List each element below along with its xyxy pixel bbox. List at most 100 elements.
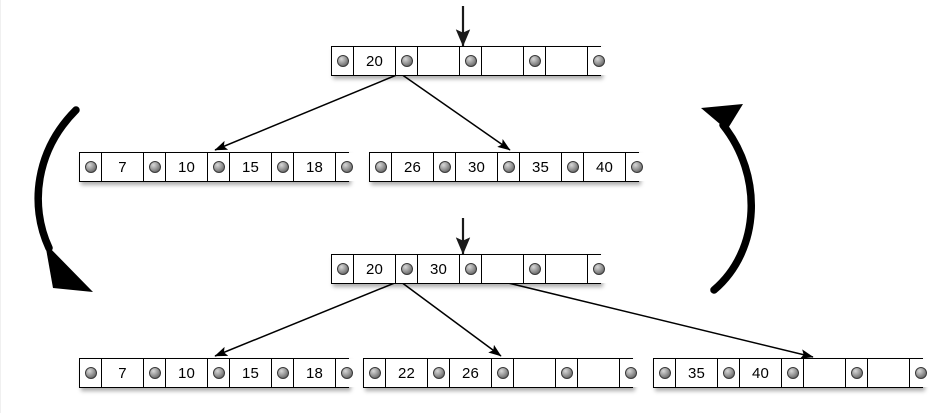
pointer-dot-icon xyxy=(631,161,643,173)
pointer-cell xyxy=(364,359,386,387)
pointer-cell xyxy=(626,153,648,181)
transition-arrow-left xyxy=(34,106,93,292)
pointer-cell xyxy=(846,359,868,387)
empty-key-cell xyxy=(482,255,524,283)
pointer-cell xyxy=(272,359,294,387)
pointer-dot-icon xyxy=(84,367,97,379)
pointer-dot-icon xyxy=(148,367,161,379)
pointer-dot-icon xyxy=(400,55,413,67)
pointer-cell xyxy=(144,153,166,181)
link-after-root-to-right-leaf xyxy=(462,271,814,359)
key-cell: 26 xyxy=(392,153,434,181)
empty-key-cell xyxy=(546,47,588,75)
key-cell: 35 xyxy=(676,359,718,387)
pointer-cell xyxy=(556,359,578,387)
pointer-cell xyxy=(80,153,102,181)
key-cell: 20 xyxy=(354,47,396,75)
key-cell: 18 xyxy=(294,359,336,387)
key-cell: 15 xyxy=(230,153,272,181)
pointer-cell xyxy=(524,255,546,283)
pointer-dot-icon xyxy=(432,367,445,379)
leaf-after-middle: 22 26 xyxy=(363,358,642,388)
pointer-cell xyxy=(460,47,482,75)
pointer-dot-icon xyxy=(496,367,509,379)
pointer-dot-icon xyxy=(528,55,541,67)
key-cell: 15 xyxy=(230,359,272,387)
empty-key-cell xyxy=(578,359,620,387)
empty-key-cell xyxy=(482,47,524,75)
link-before-root-to-right-leaf xyxy=(400,73,511,151)
pointer-cell xyxy=(524,47,546,75)
pointer-dot-icon xyxy=(336,55,349,67)
pointer-dot-icon xyxy=(593,55,605,67)
pointer-cell xyxy=(396,255,418,283)
key-cell: 40 xyxy=(584,153,626,181)
key-cell: 30 xyxy=(418,255,460,283)
pointer-dot-icon xyxy=(374,161,387,173)
empty-key-cell xyxy=(804,359,846,387)
pointer-cell xyxy=(782,359,804,387)
pointer-cell xyxy=(332,47,354,75)
link-after-root-to-middle-leaf xyxy=(400,281,502,357)
pointer-dot-icon xyxy=(438,161,451,173)
pointer-dot-icon xyxy=(341,161,353,173)
key-cell: 20 xyxy=(354,255,396,283)
pointer-cell xyxy=(208,359,230,387)
key-cell: 7 xyxy=(102,153,144,181)
pointer-cell xyxy=(562,153,584,181)
key-cell: 10 xyxy=(166,153,208,181)
pointer-dot-icon xyxy=(560,367,573,379)
pointer-dot-icon xyxy=(915,367,927,379)
pointer-dot-icon xyxy=(502,161,515,173)
transition-arrow-right xyxy=(701,104,756,294)
pointer-cell xyxy=(654,359,676,387)
pointer-cell xyxy=(332,255,354,283)
key-cell: 22 xyxy=(386,359,428,387)
pointer-cell xyxy=(428,359,450,387)
key-cell: 30 xyxy=(456,153,498,181)
pointer-dot-icon xyxy=(566,161,579,173)
link-before-root-to-left-leaf xyxy=(214,73,400,151)
pointer-dot-icon xyxy=(368,367,381,379)
pointer-dot-icon xyxy=(625,367,637,379)
empty-key-cell xyxy=(418,47,460,75)
pointer-cell xyxy=(620,359,642,387)
pointer-cell xyxy=(434,153,456,181)
pointer-cell xyxy=(492,359,514,387)
leaf-after-left: 7 10 15 18 xyxy=(79,358,358,388)
pointer-dot-icon xyxy=(336,263,349,275)
link-after-root-to-left-leaf xyxy=(214,281,398,357)
pointer-cell xyxy=(498,153,520,181)
key-cell: 10 xyxy=(166,359,208,387)
empty-key-cell xyxy=(514,359,556,387)
key-cell: 26 xyxy=(450,359,492,387)
pointer-dot-icon xyxy=(212,161,225,173)
pointer-dot-icon xyxy=(786,367,799,379)
pointer-cell xyxy=(370,153,392,181)
pointer-cell xyxy=(588,47,610,75)
pointer-dot-icon xyxy=(464,263,477,275)
pointer-cell xyxy=(144,359,166,387)
pointer-dot-icon xyxy=(593,263,605,275)
pointer-cell xyxy=(588,255,610,283)
pointer-dot-icon xyxy=(276,367,289,379)
key-cell: 7 xyxy=(102,359,144,387)
pointer-cell xyxy=(336,359,358,387)
pointer-cell xyxy=(396,47,418,75)
pointer-dot-icon xyxy=(722,367,735,379)
pointer-cell xyxy=(718,359,740,387)
root-before: 20 xyxy=(331,46,610,76)
pointer-cell xyxy=(208,153,230,181)
pointer-cell xyxy=(910,359,932,387)
pointer-dot-icon xyxy=(148,161,161,173)
pointer-dot-icon xyxy=(400,263,413,275)
pointer-dot-icon xyxy=(212,367,225,379)
pointer-dot-icon xyxy=(84,161,97,173)
pointer-dot-icon xyxy=(528,263,541,275)
